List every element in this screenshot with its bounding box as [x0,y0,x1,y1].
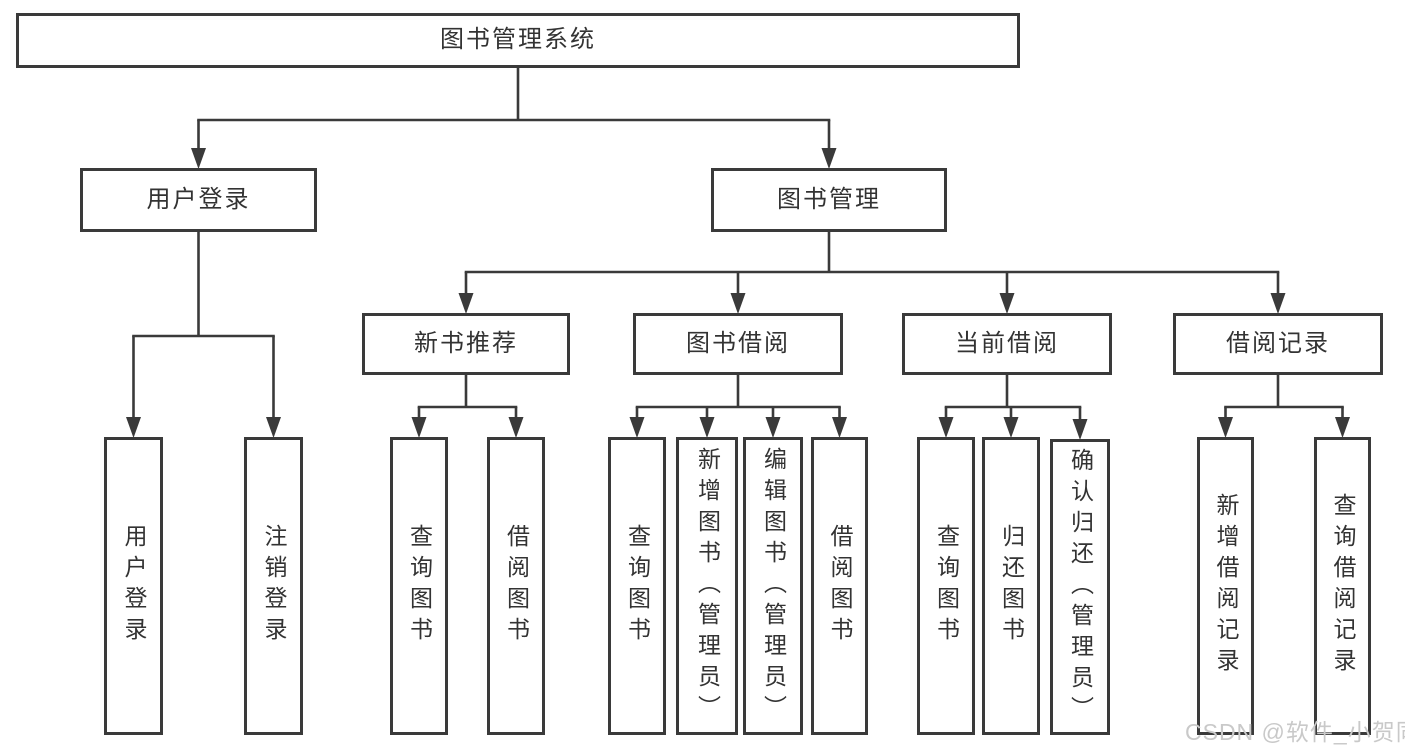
leaf-query-books: 查询图书 [608,437,666,735]
watermark: CSDN @软件_小贺同学 [1185,719,1405,745]
node-label: 查询图书 [406,524,433,648]
node-label: 查询图书 [624,524,651,648]
node-label: 用户登录 [121,524,147,648]
leaf-logout: 注销登录 [244,437,303,735]
node-label: 借阅记录 [1226,329,1330,357]
node-label: 图书管理系统 [440,26,596,54]
leaf-return-books: 归还图书 [982,437,1040,735]
node-label: 图书借阅 [686,329,790,357]
node-new-book-recommendation: 新书推荐 [362,313,570,375]
node-label: 借阅图书 [503,524,530,648]
node-label: 用户登录 [146,185,251,213]
node-book-borrowing: 图书借阅 [633,313,843,375]
leaf-confirm-return-admin: 确认归还（管理员） [1050,439,1110,735]
leaf-query-borrow-record: 查询借阅记录 [1314,437,1371,735]
leaf-add-books-admin: 新增图书（管理员） [676,437,738,735]
node-label: 查询图书 [933,524,960,648]
leaf-borrow-books: 借阅图书 [811,437,868,735]
leaf-user-login: 用户登录 [104,437,163,735]
node-label: 新书推荐 [414,329,518,357]
node-current-borrowing: 当前借阅 [902,313,1112,375]
leaf-add-borrow-record: 新增借阅记录 [1197,437,1254,735]
node-label: 借阅图书 [827,524,853,648]
node-library-management-system: 图书管理系统 [16,13,1020,68]
node-label: 编辑图书（管理员） [760,446,787,726]
node-borrowing-records: 借阅记录 [1173,313,1383,375]
leaf-query-books: 查询图书 [917,437,975,735]
node-label: 注销登录 [261,524,287,648]
node-book-management: 图书管理 [711,168,947,232]
node-label: 当前借阅 [955,329,1059,357]
node-label: 确认归还（管理员） [1067,447,1094,727]
leaf-edit-books-admin: 编辑图书（管理员） [743,437,803,735]
leaf-query-books: 查询图书 [390,437,448,735]
node-label: 新增图书（管理员） [694,446,721,726]
node-label: 图书管理 [777,185,881,213]
node-label: 归还图书 [998,524,1025,648]
node-label: 查询借阅记录 [1330,493,1356,679]
leaf-borrow-books: 借阅图书 [487,437,545,735]
node-user-login: 用户登录 [80,168,317,232]
node-label: 新增借阅记录 [1213,493,1239,679]
